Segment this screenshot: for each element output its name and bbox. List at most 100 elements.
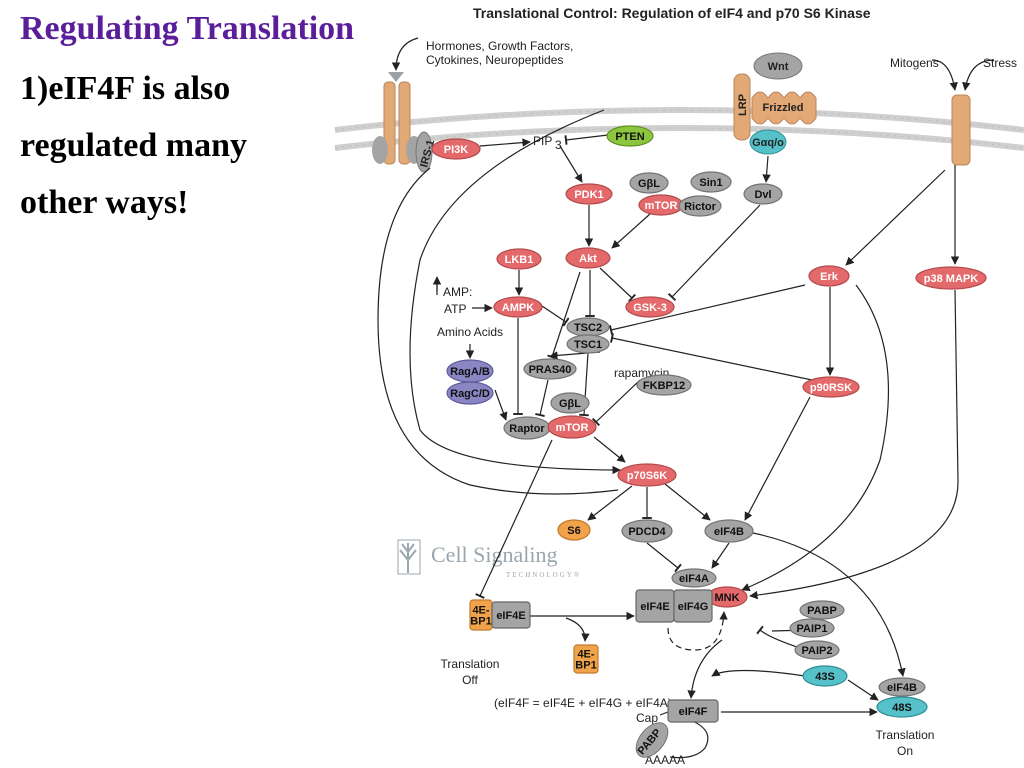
node-ragc: RagC/D	[446, 381, 494, 405]
node-fkbp12: FKBP12	[636, 374, 692, 396]
receptor-right	[951, 94, 971, 166]
node-rictor: Rictor	[678, 195, 722, 217]
node-label-pten: PTEN	[615, 131, 644, 143]
cell-membrane	[334, 107, 1024, 151]
node-bp1b: 4E-BP1	[573, 644, 599, 674]
node-label-gbl2: GβL	[559, 398, 581, 410]
node-label-mtor1: mTOR	[645, 200, 678, 212]
node-pras40: PRAS40	[523, 358, 577, 380]
node-tsc2: TSC2	[566, 317, 610, 337]
node-label-paip2: PAIP2	[802, 645, 833, 657]
node-label-gbl1: GβL	[638, 178, 660, 190]
node-label-mtor2: mTOR	[556, 422, 589, 434]
node-label-s48: 48S	[892, 702, 912, 714]
node-label-p38: p38 MAPK	[924, 273, 978, 285]
node-s6: S6	[557, 519, 591, 541]
node-label-eif4e: eIF4E	[640, 601, 669, 613]
cell-signaling-logo	[397, 539, 421, 575]
stress-label: Stress	[983, 56, 1017, 70]
slide-line-2: regulated many	[20, 127, 247, 164]
node-eif4e: eIF4E	[635, 589, 675, 623]
translation-off-label-2: Off	[462, 673, 478, 687]
node-label-ampk: AMPK	[502, 302, 534, 314]
node-label-pi3k: PI3K	[444, 144, 469, 156]
node-label-bp1a-0: 4E-	[472, 605, 489, 617]
node-lkb1: LKB1	[496, 248, 542, 270]
node-gbl2: GβL	[550, 392, 590, 414]
node-bp1a: 4E-BP1	[469, 599, 493, 631]
node-label-paip1: PAIP1	[797, 623, 828, 635]
node-label-fkbp12: FKBP12	[643, 380, 685, 392]
node-label-p90rsk: p90RSK	[810, 382, 852, 394]
node-label-pdcd4: PDCD4	[628, 526, 666, 538]
node-s43: 43S	[802, 665, 848, 687]
node-tsc1: TSC1	[566, 334, 610, 354]
node-label-erk: Erk	[820, 271, 839, 283]
translation-on-label-1: Translation	[876, 728, 935, 742]
node-label-pdk1: PDK1	[574, 189, 603, 201]
node-paip2: PAIP2	[794, 640, 840, 660]
node-label-eif4e2: eIF4E	[496, 610, 525, 622]
node-eif4b1: eIF4B	[704, 519, 754, 543]
node-eif4f: eIF4F	[667, 699, 719, 723]
watermark-sub: TECHNOLOGY®	[506, 571, 581, 579]
translation-off-label-1: Translation	[441, 657, 500, 671]
node-raga: RagA/B	[446, 359, 494, 383]
node-pabp: PABP	[799, 600, 845, 620]
slide-title: Regulating Translation	[20, 10, 355, 47]
node-label-s6: S6	[567, 525, 580, 537]
node-erk: Erk	[808, 265, 850, 287]
pip-label: PIP	[533, 134, 552, 148]
node-label-akt: Akt	[579, 253, 597, 265]
node-label-bp1b-0: 4E-	[577, 649, 594, 661]
node-label-gsk3: GSK-3	[633, 302, 667, 314]
node-pdcd4: PDCD4	[621, 519, 673, 543]
node-label-tsc2: TSC2	[574, 322, 602, 334]
wnt-label: Wnt	[768, 61, 789, 73]
frizzled-complex	[733, 52, 817, 155]
node-label-eif4g: eIF4G	[678, 601, 709, 613]
node-mtor1: mTOR	[638, 194, 684, 216]
node-label-sin1: Sin1	[699, 177, 722, 189]
node-gbl1: GβL	[629, 172, 669, 194]
node-pten: PTEN	[606, 125, 654, 147]
node-p38: p38 MAPK	[915, 266, 987, 290]
node-mnk: MNK	[706, 586, 748, 608]
node-akt: Akt	[565, 247, 611, 269]
node-label-tsc1: TSC1	[574, 339, 602, 351]
node-label-eif4b1: eIF4B	[714, 526, 744, 538]
node-eif4e2: eIF4E	[491, 601, 531, 629]
node-label-eif4a: eIF4A	[679, 573, 709, 585]
node-raptor: Raptor	[503, 416, 551, 440]
node-label-rictor: Rictor	[684, 201, 717, 213]
cap-label: Cap	[636, 711, 658, 725]
node-eif4a: eIF4A	[671, 568, 717, 588]
figure-title: Translational Control: Regulation of eIF…	[473, 5, 871, 21]
node-ampk: AMPK	[493, 296, 543, 318]
node-s48: 48S	[876, 696, 928, 718]
mitogens-label: Mitogens	[890, 56, 939, 70]
node-eif4g: eIF4G	[673, 589, 713, 623]
eif4f-formula: (eIF4F = eIF4E + eIF4G + eIF4A)	[494, 696, 672, 710]
node-label-lkb1: LKB1	[505, 254, 534, 266]
pip-subscript: 3	[555, 138, 562, 152]
node-pdk1: PDK1	[565, 183, 613, 205]
node-label-bp1a-1: BP1	[470, 616, 491, 628]
gaqo-label: Gαq/o	[752, 137, 784, 149]
node-label-ragc: RagC/D	[450, 388, 490, 400]
frizzled-label: Frizzled	[763, 102, 804, 114]
node-label-p70s6k: p70S6K	[627, 470, 667, 482]
node-label-raga: RagA/B	[450, 366, 490, 378]
amino-acids-label: Amino Acids	[437, 325, 503, 339]
node-label-eif4b2: eIF4B	[887, 682, 917, 694]
node-label-s43: 43S	[815, 671, 835, 683]
slide-line-1: 1)eIF4F is also	[20, 70, 231, 107]
node-label-mnk: MNK	[714, 592, 739, 604]
lrp-label: LRP	[737, 94, 749, 116]
node-label-pras40: PRAS40	[529, 364, 572, 376]
node-pabp2: PABP	[636, 722, 669, 758]
node-label-dvl: Dvl	[754, 189, 771, 201]
node-eif4b2: eIF4B	[878, 677, 926, 697]
